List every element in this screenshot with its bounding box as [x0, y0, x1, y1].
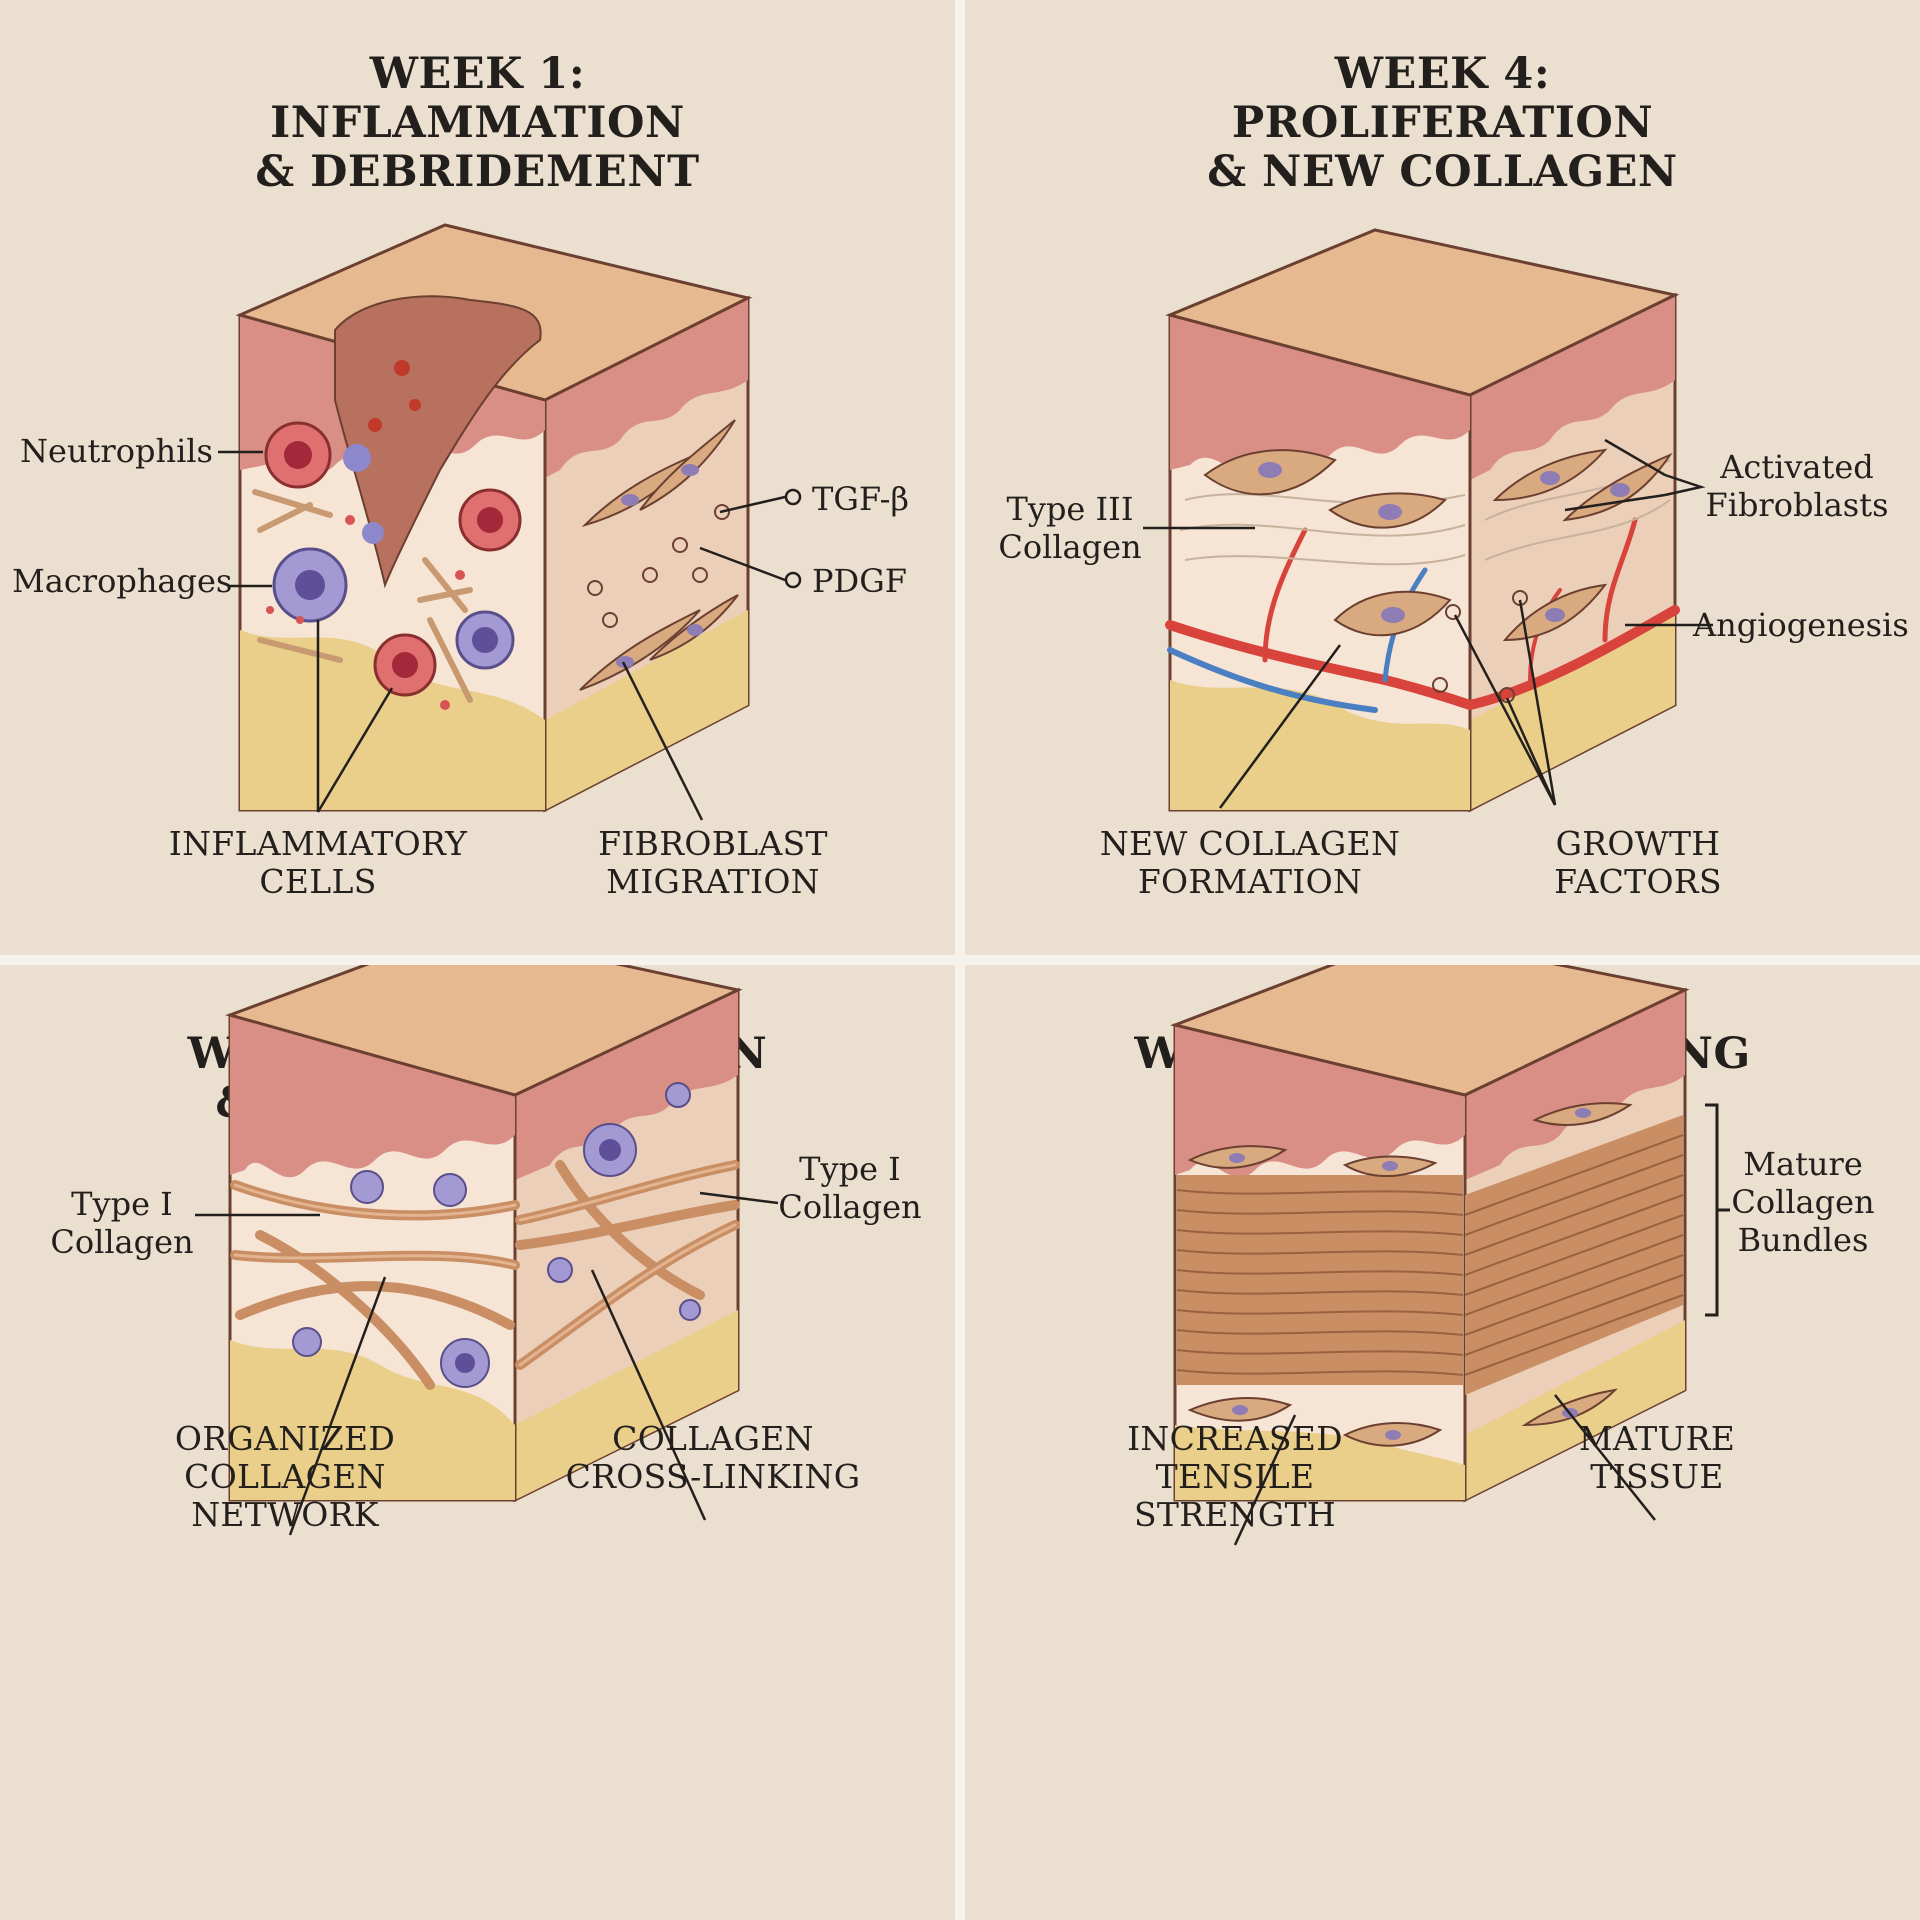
panel-week-8: WEEK 8: MATURATION & REORGANIZATION: [0, 965, 955, 1920]
label-line: Collagen: [1731, 1183, 1875, 1221]
label-line: TENSILE: [1155, 1457, 1315, 1496]
label-line: Collagen: [50, 1223, 194, 1261]
label-line: MATURE: [1578, 1419, 1736, 1458]
label-line: ORGANIZED: [174, 1419, 396, 1458]
label-line: Type III: [1006, 490, 1134, 528]
label-line: GROWTH: [1555, 824, 1721, 863]
macrophage-cells: [272, 444, 515, 670]
label-line: COLLAGEN: [612, 1419, 814, 1458]
label-line: FACTORS: [1554, 862, 1722, 901]
label-line: FIBROBLAST: [598, 824, 828, 863]
skin-block-week-4: [1143, 228, 1713, 813]
label-line: MIGRATION: [606, 862, 820, 901]
label-line: Collagen: [778, 1188, 922, 1226]
title-line: WEEK 4:: [1334, 49, 1551, 99]
panel-title: WEEK 1: INFLAMMATION & DEBRIDEMENT: [0, 50, 955, 197]
panel-title: WEEK 4: PROLIFERATION & NEW COLLAGEN: [965, 50, 1920, 197]
label-neutrophils: Neutrophils: [20, 432, 213, 470]
label-growth-factors: GROWTH FACTORS: [1554, 825, 1722, 901]
label-activated-fibroblasts: Activated Fibroblasts: [1706, 448, 1889, 524]
label-collagen-cross-linking: COLLAGEN CROSS-LINKING: [566, 1420, 861, 1496]
panel-week-12: WEEK 12: REMODELING & CROSS-LINKING: [965, 965, 1920, 1920]
label-inflammatory-cells: INFLAMMATORY CELLS: [169, 825, 467, 901]
neutrophil-cells: [264, 421, 522, 697]
label-line: INFLAMMATORY: [168, 824, 468, 863]
label-angiogenesis: Angiogenesis: [1693, 606, 1909, 644]
title-line: PROLIFERATION: [1231, 98, 1654, 148]
label-line: Bundles: [1737, 1221, 1869, 1259]
label-increased-tensile-strength: INCREASED TENSILE STRENGTH: [1127, 1420, 1343, 1534]
title-line: WEEK 1:: [369, 49, 586, 99]
label-line: INCREASED: [1127, 1419, 1343, 1458]
title-line: & DEBRIDEMENT: [255, 147, 700, 197]
label-line: COLLAGEN: [184, 1457, 386, 1496]
label-line: NETWORK: [191, 1495, 379, 1534]
skin-block-week-12: [1169, 965, 1730, 1546]
panel-week-4: WEEK 4: PROLIFERATION & NEW COLLAGEN: [965, 0, 1920, 955]
label-line: Mature: [1743, 1145, 1863, 1183]
label-tgf-beta: TGF-β: [812, 480, 909, 518]
label-type-iii-collagen: Type III Collagen: [998, 490, 1141, 566]
label-line: TISSUE: [1590, 1457, 1724, 1496]
label-type-i-collagen-right: Type I Collagen: [778, 1150, 921, 1226]
skin-block-week-1: [218, 223, 802, 821]
label-macrophages: Macrophages: [12, 562, 233, 600]
label-line: NEW COLLAGEN: [1099, 824, 1401, 863]
label-organized-collagen-network: ORGANIZED COLLAGEN NETWORK: [175, 1420, 395, 1534]
label-line: Collagen: [998, 528, 1142, 566]
label-line: Type I: [71, 1185, 173, 1223]
label-new-collagen-formation: NEW COLLAGEN FORMATION: [1100, 825, 1400, 901]
label-type-i-collagen-left: Type I Collagen: [50, 1185, 193, 1261]
label-line: CELLS: [259, 862, 377, 901]
label-line: FORMATION: [1137, 862, 1363, 901]
label-line: Type I: [799, 1150, 901, 1188]
title-line: & NEW COLLAGEN: [1207, 147, 1678, 197]
label-fibroblast-migration: FIBROBLAST MIGRATION: [598, 825, 828, 901]
label-line: CROSS-LINKING: [565, 1457, 861, 1496]
title-line: INFLAMMATION: [270, 98, 685, 148]
label-line: STRENGTH: [1134, 1495, 1336, 1534]
label-line: Fibroblasts: [1705, 486, 1889, 524]
label-line: Activated: [1720, 448, 1874, 486]
skin-block-week-8: [195, 965, 779, 1536]
label-mature-collagen-bundles: Mature Collagen Bundles: [1731, 1145, 1874, 1259]
panel-week-1: WEEK 1: INFLAMMATION & DEBRIDEMENT: [0, 0, 955, 955]
label-mature-tissue: MATURE TISSUE: [1579, 1420, 1735, 1496]
label-pdgf: PDGF: [812, 562, 907, 600]
